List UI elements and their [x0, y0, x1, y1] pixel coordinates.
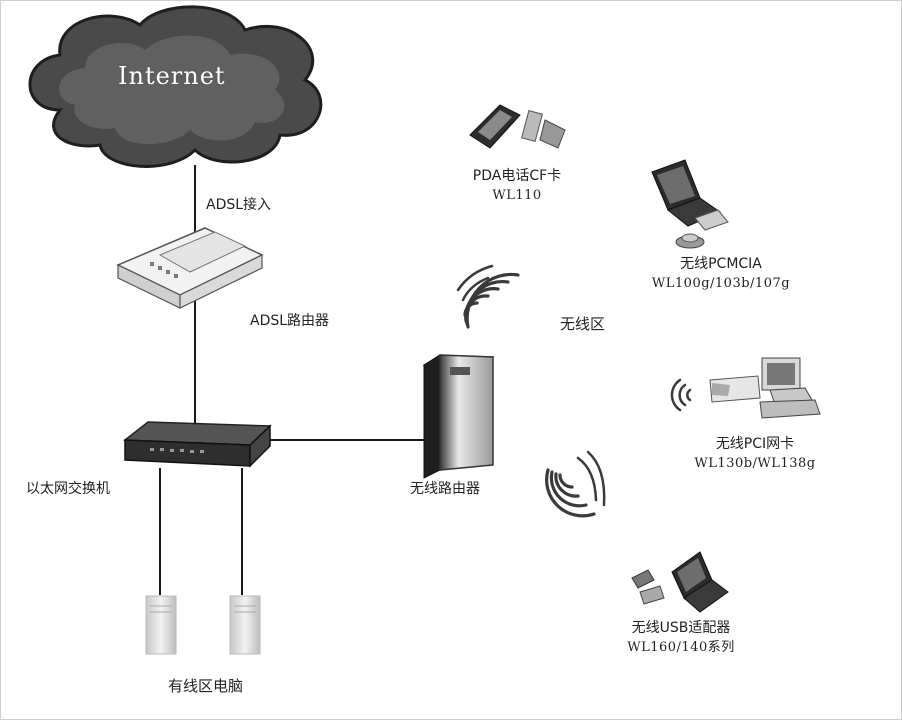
wifi-signal-3-icon: [670, 378, 692, 412]
wired-connections: [159, 165, 430, 595]
adsl-router-label: ADSL路由器: [250, 313, 330, 329]
pcmcia-laptop-icon: [651, 159, 729, 249]
usb-adapter-name: 无线USB适配器: [631, 620, 731, 636]
adsl-access-label: ADSL接入: [206, 197, 272, 213]
pci-card-model: WL130b/WL138g: [694, 456, 816, 471]
internet-cloud-icon: [28, 5, 323, 168]
adsl-router-icon: [116, 227, 264, 309]
wired-pc-2-icon: [229, 595, 261, 655]
wired-pc-1-icon: [145, 595, 177, 655]
usb-adapter-laptop-icon: [631, 551, 729, 613]
wifi-signal-1-icon: [456, 264, 520, 329]
wifi-signal-2-icon: [545, 450, 606, 518]
pda-card-model: WL110: [492, 188, 542, 203]
usb-adapter-model: WL160/140系列: [627, 640, 735, 655]
pci-card-name: 无线PCI网卡: [715, 436, 795, 452]
pcmcia-card-name: 无线PCMCIA: [680, 256, 762, 272]
wireless-router-label: 无线路由器: [410, 481, 480, 497]
wired-pcs-label: 有线区电脑: [168, 677, 244, 695]
pci-desktop-icon: [709, 357, 821, 419]
ethernet-switch-label: 以太网交换机: [26, 481, 110, 497]
ethernet-switch-icon: [122, 421, 272, 468]
wireless-zone-label: 无线区: [560, 315, 606, 333]
pcmcia-card-model: WL100g/103b/107g: [651, 276, 791, 291]
pda-card-name: PDA电话CF卡: [472, 168, 562, 184]
pda-cf-card-icon: [469, 104, 566, 149]
wireless-router-icon: [422, 354, 495, 479]
internet-label: Internet: [118, 62, 226, 90]
